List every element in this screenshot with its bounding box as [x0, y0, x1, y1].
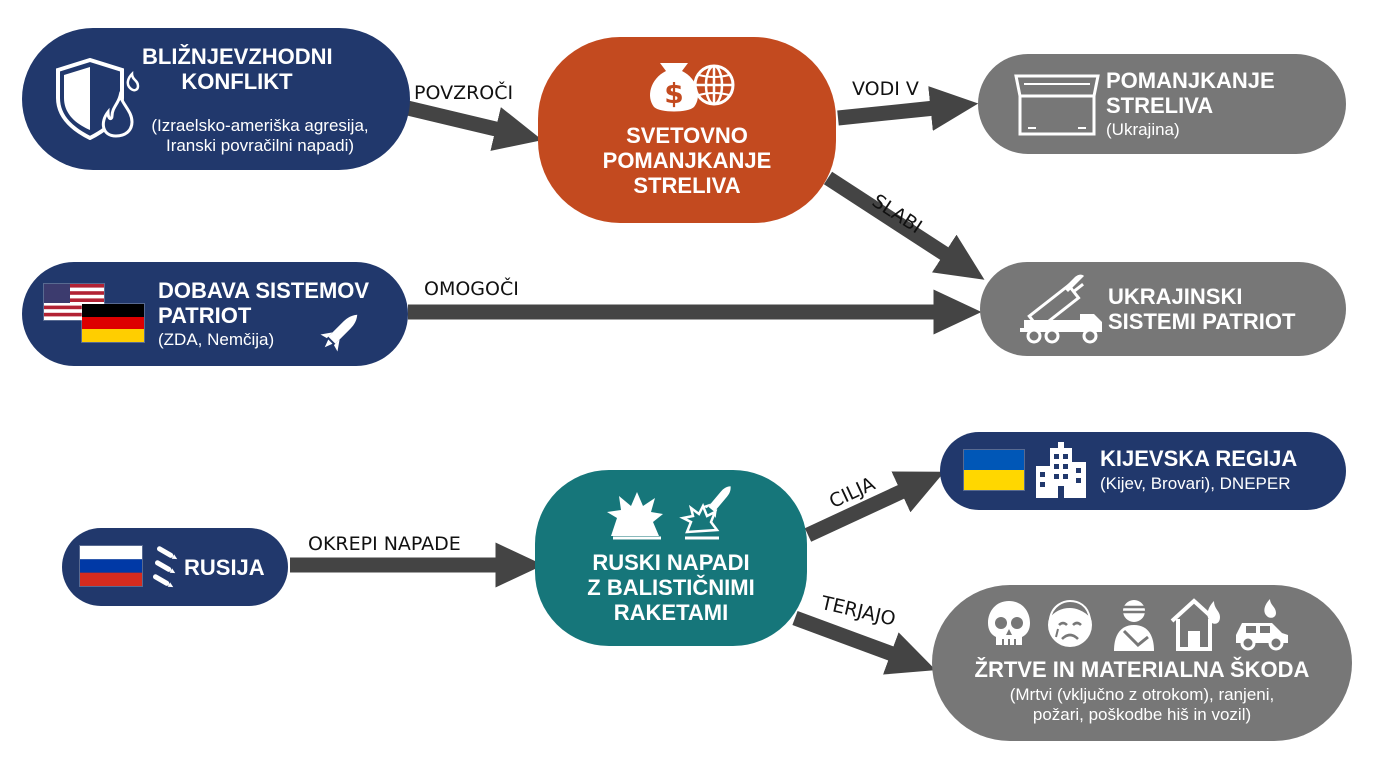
node-subtitle: (Mrtvi (vključno z otrokom), ranjeni, po…: [1009, 685, 1275, 724]
node-title: ŽRTVE IN MATERIALNA ŠKODA: [974, 657, 1310, 682]
node-casualties-damage: ŽRTVE IN MATERIALNA ŠKODA (Mrtvi (vključ…: [932, 585, 1352, 741]
russia-flag-icon: [80, 546, 142, 586]
node-subtitle: (ZDA, Nemčija): [158, 330, 275, 349]
edge-label-povzroci: POVZROČI: [414, 82, 514, 104]
missile-icon: [320, 314, 358, 352]
arrow-povzroci: [393, 97, 543, 151]
arrow-terjajo: [792, 610, 936, 675]
ukraine-flag-icon: [964, 450, 1024, 490]
node-ukrainian-patriot-systems: UKRAJINSKI SISTEMI PATRIOT: [980, 262, 1346, 356]
shield-fire-icon: [56, 58, 140, 140]
missiles-icon: [152, 546, 178, 588]
node-kyiv-region: KIJEVSKA REGIJA (Kijev, Brovari), DNEPER: [940, 432, 1346, 510]
edge-label-okrepi-napade: OKREPI NAPADE: [308, 533, 461, 555]
crying-face-icon: [1048, 599, 1092, 647]
burning-house-icon: [1170, 598, 1220, 651]
edge-label-vodi-v: VODI V: [852, 78, 919, 100]
germany-flag-icon: [82, 304, 144, 342]
edge-label-omogoci: OMOGOČI: [424, 278, 519, 300]
node-middle-east-conflict: BLIŽNJEVZHODNI KONFLIKT (Izraelsko-ameri…: [22, 28, 410, 170]
node-title: RUSKI NAPADI Z BALISTIČNIMI RAKETAMI: [587, 550, 755, 625]
arrow-vodi-v: [837, 86, 979, 131]
skull-icon: [988, 601, 1030, 645]
node-title: SVETOVNO POMANJKANJE STRELIVA: [602, 123, 772, 198]
node-russian-ballistic-attacks: RUSKI NAPADI Z BALISTIČNIMI RAKETAMI: [535, 470, 807, 646]
city-buildings-icon: [1036, 442, 1086, 498]
arrow-slabi: [823, 171, 985, 280]
node-subtitle: (Ukrajina): [1106, 120, 1180, 139]
injured-person-icon: [1114, 600, 1154, 651]
node-global-ammo-shortage: $ SVETOVNO POMANJKANJE STRELIVA: [538, 37, 836, 223]
explosion-missile-icon: [607, 486, 731, 540]
empty-crate-icon: [1014, 74, 1100, 136]
burning-car-icon: [1236, 599, 1288, 651]
node-title: POMANJKANJE STRELIVA: [1106, 68, 1275, 118]
node-subtitle: (Izraelsko-ameriška agresija, Iranski po…: [151, 116, 369, 155]
node-title: DOBAVA SISTEMOV PATRIOT: [158, 278, 370, 328]
node-title: UKRAJINSKI SISTEMI PATRIOT: [1108, 284, 1296, 334]
patriot-launcher-icon: [1020, 274, 1102, 344]
svg-text:$: $: [664, 77, 683, 110]
node-russia: RUSIJA: [62, 528, 288, 606]
node-patriot-supply: DOBAVA SISTEMOV PATRIOT (ZDA, Nemčija): [22, 262, 408, 366]
node-ukraine-ammo-shortage: POMANJKANJE STRELIVA (Ukrajina): [978, 54, 1346, 154]
money-bag-globe-icon: $: [650, 63, 735, 112]
node-subtitle: (Kijev, Brovari), DNEPER: [1100, 474, 1291, 493]
node-title: BLIŽNJEVZHODNI KONFLIKT: [142, 44, 333, 94]
node-title: RUSIJA: [184, 555, 265, 580]
arrow-cilja: [804, 471, 945, 542]
node-title: KIJEVSKA REGIJA: [1100, 446, 1298, 471]
